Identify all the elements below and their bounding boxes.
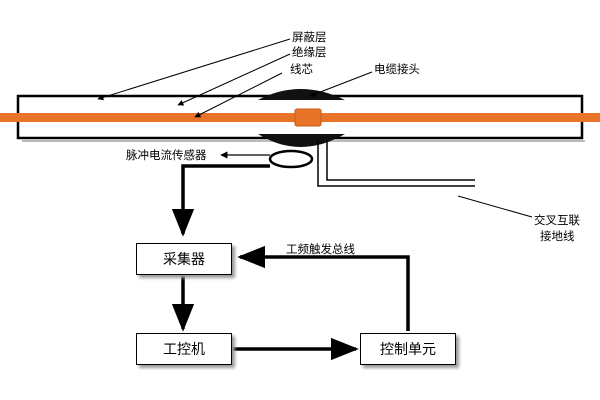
control-unit-label: 控制单元 [380, 342, 436, 358]
label-core: 线芯 [290, 62, 313, 76]
label-pulse-sensor: 脉冲电流传感器 [126, 148, 207, 162]
cable-joint [258, 89, 345, 100]
cable-joint-bottom [258, 134, 345, 147]
ground-wire-2 [326, 141, 475, 181]
core-connector [294, 108, 322, 127]
collector-label: 采集器 [163, 252, 205, 268]
ipc-box: 工控机 [136, 333, 232, 365]
sensor-ring [268, 149, 314, 169]
label-cross-bond: 交叉互联 [534, 213, 580, 227]
label-insulation-layer: 绝缘层 [292, 45, 327, 59]
sensor-to-collector [171, 164, 270, 237]
leader-shield [97, 38, 291, 101]
leader-joint [309, 71, 373, 97]
trigger-bus-line [237, 245, 410, 331]
leader-insulation [177, 53, 291, 106]
label-ground-wire: 接地线 [540, 229, 575, 243]
label-shield-layer: 屏蔽层 [292, 30, 327, 44]
label-cable-joint: 电缆接头 [374, 62, 420, 76]
ipc-label: 工控机 [163, 342, 205, 358]
label-trigger-bus: 工频触发总线 [286, 242, 355, 256]
leader-core [194, 72, 283, 118]
ground-wire [317, 141, 475, 187]
collector-box: 采集器 [136, 243, 232, 275]
leader-ground [457, 195, 533, 218]
control-unit-box: 控制单元 [360, 333, 456, 365]
